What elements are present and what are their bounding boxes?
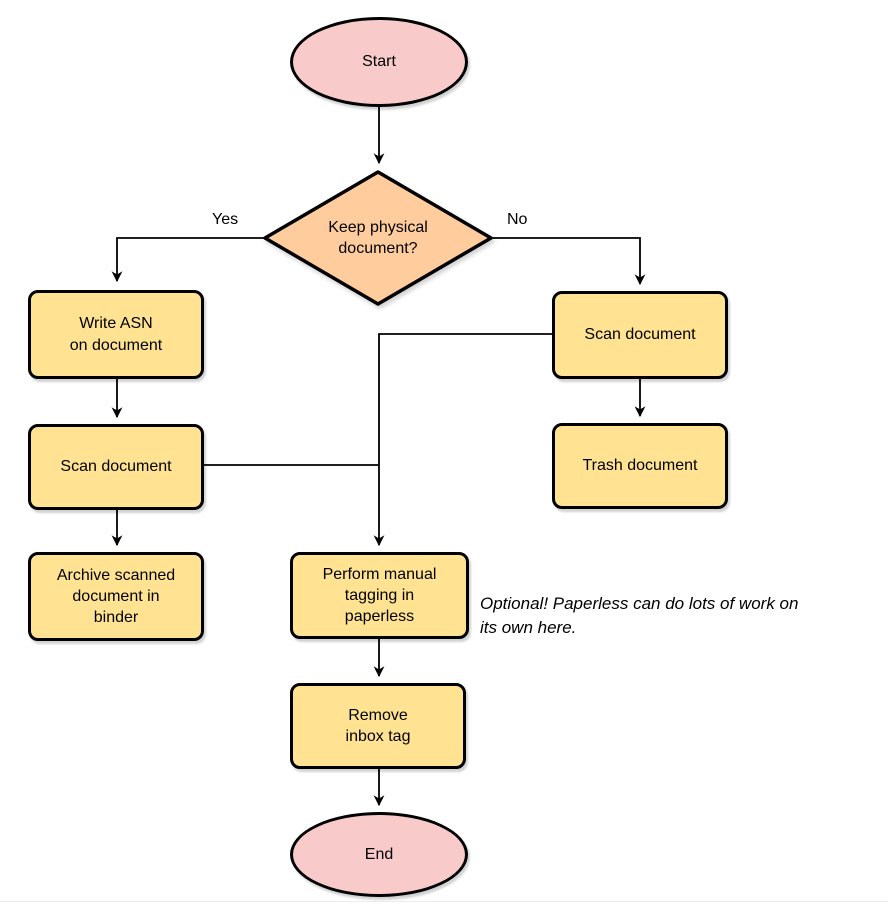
node-manual-tagging: Perform manual tagging in paperless bbox=[290, 552, 469, 639]
node-remove-inbox-tag: Remove inbox tag bbox=[290, 683, 466, 769]
node-archive-binder: Archive scanned document in binder bbox=[28, 552, 204, 641]
node-start: Start bbox=[290, 17, 468, 107]
node-scan-document-right: Scan document bbox=[552, 291, 728, 379]
edge-label-no: No bbox=[507, 211, 528, 228]
node-scan-document-left: Scan document bbox=[28, 424, 204, 510]
node-end: End bbox=[290, 812, 468, 897]
optional-note: Optional! Paperless can do lots of work … bbox=[480, 594, 799, 637]
node-write-asn: Write ASN on document bbox=[28, 290, 204, 379]
edge-decision-yes-to-write-asn bbox=[111, 237, 265, 283]
edge-decision-no-to-scan-right bbox=[491, 237, 646, 286]
decision-shape bbox=[263, 170, 493, 306]
edge-scan-right-to-tagging bbox=[373, 333, 552, 547]
edge-label-yes: Yes bbox=[212, 211, 239, 228]
node-trash-document: Trash document bbox=[552, 423, 728, 509]
node-decision-label: Keep physical document? bbox=[328, 218, 428, 257]
bottom-divider bbox=[0, 901, 888, 902]
